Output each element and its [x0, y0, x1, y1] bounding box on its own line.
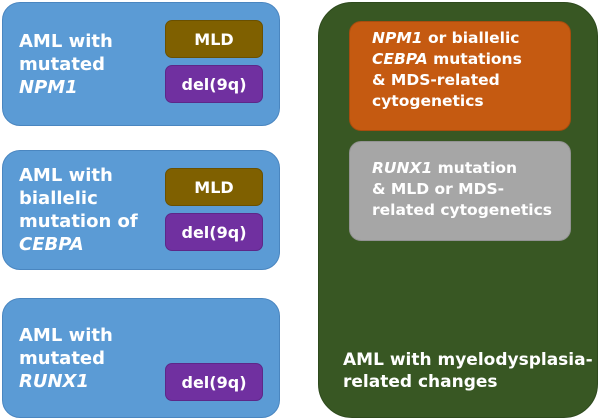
cebpa-label-line1: AML with	[19, 165, 113, 186]
npm1-label-line1: AML with	[19, 30, 113, 52]
cebpa-del9q-label: del(9q)	[181, 222, 247, 242]
mrc-label-line2: related changes	[343, 372, 498, 392]
npm1-mld-label: MLD	[194, 29, 234, 49]
orange-text1: or biallelic	[422, 29, 520, 47]
runx1-label-line1: AML with	[19, 324, 113, 346]
orange-box-line2: CEBPA mutations	[372, 49, 560, 70]
orange-gene2: CEBPA	[372, 50, 428, 68]
cebpa-gene-name: CEBPA	[19, 234, 84, 255]
gray-text2: & MLD or MDS-	[372, 180, 505, 198]
npm1-gene-name: NPM1	[19, 76, 78, 98]
runx1-group-label: AML with mutated RUNX1	[19, 299, 113, 417]
runx1-del9q-pill: del(9q)	[165, 363, 263, 401]
runx1-mrc-box: RUNX1 mutation & MLD or MDS- related cyt…	[349, 141, 571, 241]
gray-box-line1: RUNX1 mutation	[372, 158, 560, 179]
npm1-label-line2: mutated	[19, 53, 106, 75]
npm1-mld-pill: MLD	[165, 20, 263, 58]
runx1-gene-name: RUNX1	[19, 370, 89, 392]
orange-text4: cytogenetics	[372, 92, 484, 110]
cebpa-del9q-pill: del(9q)	[165, 213, 263, 251]
npm1-group-label: AML with mutated NPM1	[19, 3, 113, 125]
gray-gene: RUNX1	[372, 159, 433, 177]
npm1-cebpa-mrc-box: NPM1 or biallelic CEBPA mutations & MDS-…	[349, 21, 571, 131]
runx1-group-box: AML with mutated RUNX1 del(9q)	[2, 298, 280, 418]
orange-text3: & MDS-related	[372, 71, 500, 89]
cebpa-mld-label: MLD	[194, 177, 234, 197]
orange-text2: mutations	[427, 50, 522, 68]
runx1-del9q-label: del(9q)	[181, 372, 247, 392]
cebpa-mld-pill: MLD	[165, 168, 263, 206]
orange-gene1: NPM1	[372, 29, 423, 47]
mrc-panel-label: AML with myelodysplasia- related changes	[343, 349, 593, 393]
cebpa-group-label: AML with biallelic mutation of CEBPA	[19, 151, 138, 269]
mrc-panel: NPM1 or biallelic CEBPA mutations & MDS-…	[318, 2, 598, 418]
runx1-label-line2: mutated	[19, 347, 106, 369]
cebpa-label-line2: biallelic	[19, 188, 98, 209]
gray-text3: related cytogenetics	[372, 201, 552, 219]
npm1-del9q-label: del(9q)	[181, 74, 247, 94]
gray-text1: mutation	[432, 159, 518, 177]
mrc-label-line1: AML with myelodysplasia-	[343, 350, 593, 370]
orange-box-line1: NPM1 or biallelic	[372, 28, 560, 49]
npm1-del9q-pill: del(9q)	[165, 65, 263, 103]
cebpa-group-box: AML with biallelic mutation of CEBPA MLD…	[2, 150, 280, 270]
cebpa-label-line3: mutation of	[19, 211, 138, 232]
npm1-group-box: AML with mutated NPM1 MLD del(9q)	[2, 2, 280, 126]
